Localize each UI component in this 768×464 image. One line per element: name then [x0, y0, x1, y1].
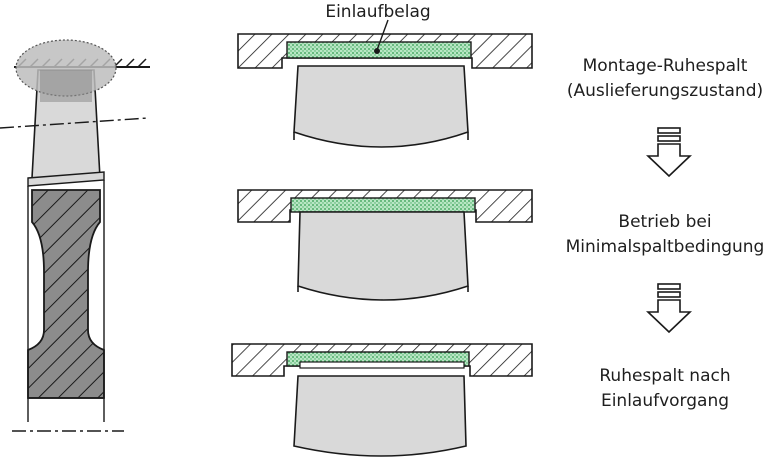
stage-3-line-2: Einlaufvorgang	[600, 391, 730, 411]
arrow-1	[646, 127, 692, 178]
stage-3-line-1: Ruhespalt nach	[599, 366, 731, 386]
stage-3-label: Ruhespalt nach Einlaufvorgang	[560, 364, 768, 414]
stage-1-detail	[237, 19, 533, 148]
rub-groove	[299, 361, 465, 369]
arrow-2	[646, 283, 692, 334]
stage-1-line-1: Montage-Ruhespalt	[582, 56, 748, 76]
stage-3-detail	[231, 343, 533, 457]
disk	[27, 189, 105, 399]
blade-tip-3	[293, 375, 467, 457]
stage-2-line-1: Betrieb bei	[618, 212, 712, 232]
stage-2-label: Betrieb bei Minimalspaltbedingung	[560, 210, 768, 260]
blade-tip	[40, 70, 92, 102]
blade-tip-1	[293, 65, 469, 148]
stage-1-line-2: (Auslieferungszustand)	[566, 81, 764, 101]
stage-2-detail	[237, 189, 533, 301]
blade-tip-2	[297, 211, 469, 301]
coating-label: Einlaufbelag	[325, 2, 431, 22]
stage-1-label: Montage-Ruhespalt (Auslieferungszustand)	[560, 54, 768, 104]
coating-leader-dot	[374, 48, 380, 54]
rotor-section	[0, 39, 150, 432]
stage-2-line-2: Minimalspaltbedingung	[565, 237, 765, 257]
coating-2	[290, 197, 476, 213]
coating-leader	[376, 19, 389, 51]
